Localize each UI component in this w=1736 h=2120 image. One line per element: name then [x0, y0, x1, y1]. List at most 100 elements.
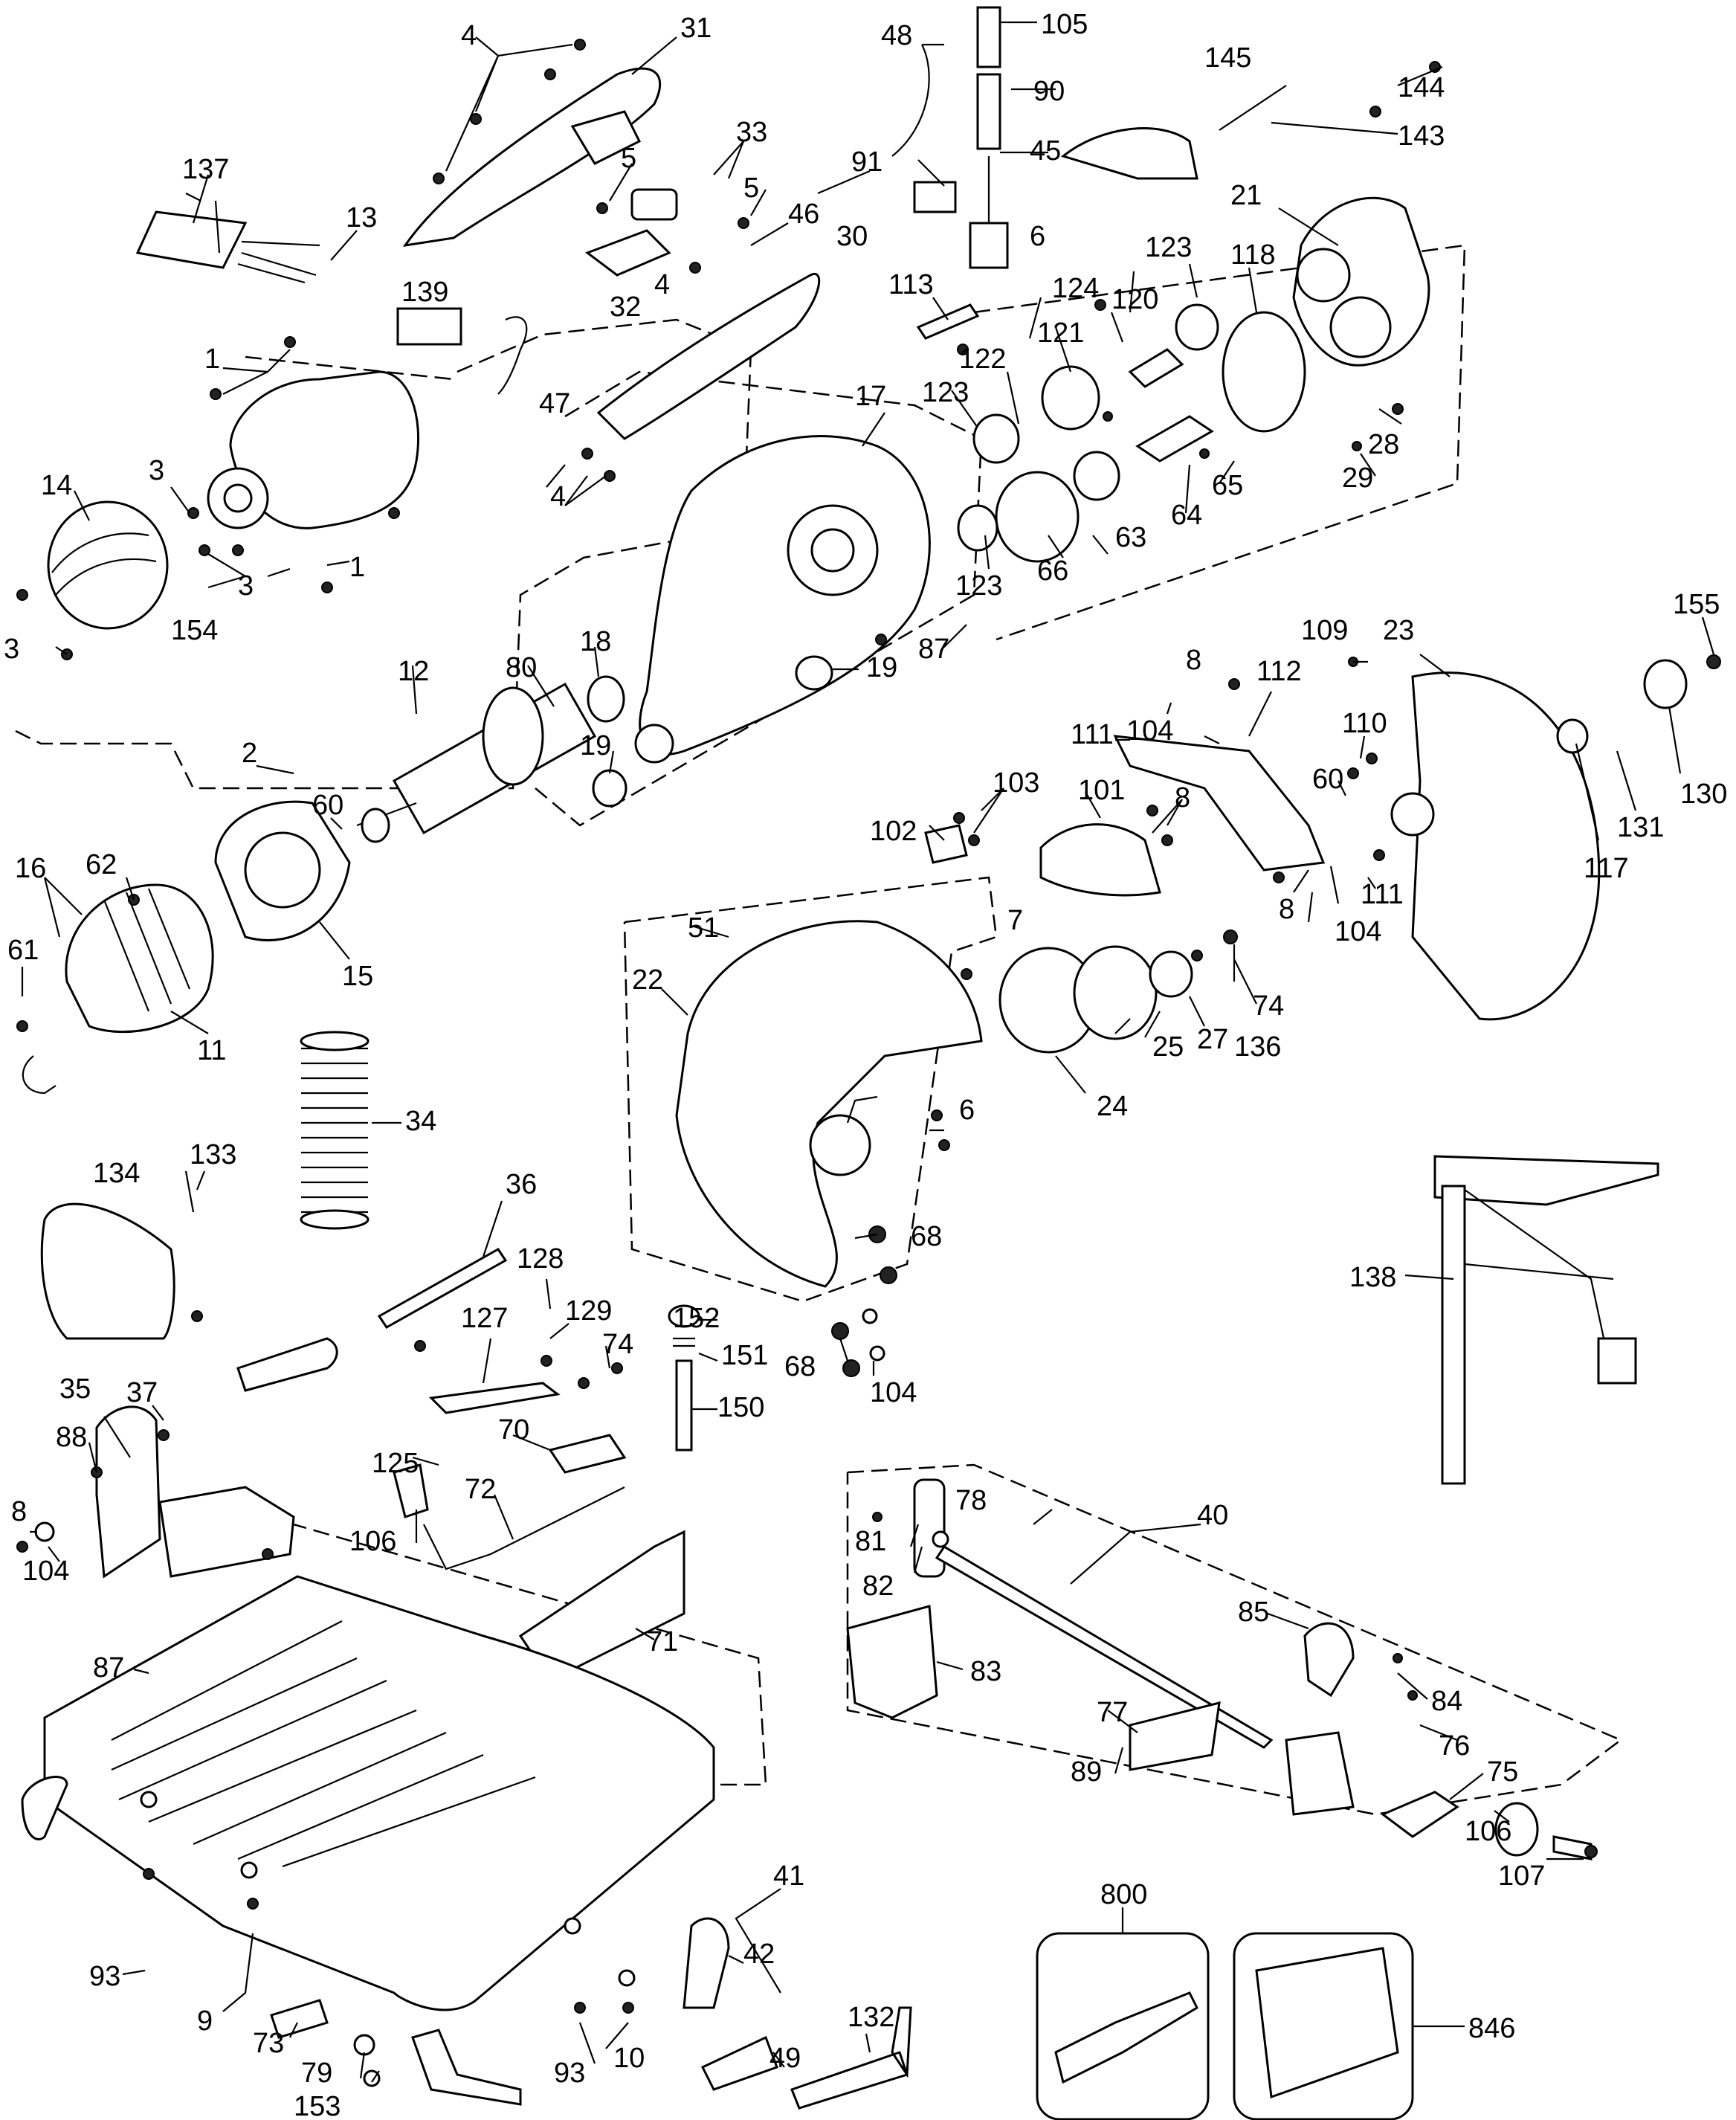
callout-49: 49	[769, 2043, 801, 2074]
control-module-137	[135, 210, 320, 284]
bearing-18	[587, 675, 625, 723]
laser-kit-800	[1054, 1991, 1198, 2084]
callout-102: 102	[870, 816, 917, 847]
callout-122: 122	[959, 344, 1006, 375]
callout-1: 1	[204, 344, 220, 375]
callout-90: 90	[1033, 76, 1065, 107]
callout-68: 68	[784, 1351, 816, 1382]
callout-106: 106	[349, 1526, 396, 1557]
callout-154: 154	[171, 615, 218, 646]
end-cap-14	[47, 500, 169, 630]
material-support-138	[1433, 1155, 1659, 1485]
strain-relief-91	[913, 181, 957, 213]
handle-30	[596, 273, 821, 440]
base-41	[43, 1575, 715, 2011]
callout-45: 45	[1030, 135, 1061, 167]
callout-83: 83	[970, 1656, 1001, 1687]
hex-wrench-132	[790, 2006, 912, 2110]
callout-51: 51	[688, 912, 719, 944]
callout-5: 5	[743, 173, 759, 204]
callout-35: 35	[59, 1373, 91, 1405]
callout-numbers: 4 31 48 105 90 45 91 145 144 143 21 123 …	[4, 9, 1727, 2120]
callout-800: 800	[1100, 1879, 1147, 1910]
washer-117	[1556, 718, 1589, 754]
lock-lever-145	[1060, 127, 1198, 180]
label-139	[396, 307, 462, 346]
armature-12	[356, 682, 597, 843]
bearing-123b	[972, 413, 1020, 464]
callout-9: 9	[197, 2005, 213, 2037]
callout-18: 18	[580, 626, 611, 657]
callout-106: 106	[1465, 1816, 1511, 1847]
callout-138: 138	[1349, 1262, 1396, 1293]
callout-153: 153	[294, 2091, 341, 2120]
callout-127: 127	[461, 1303, 508, 1334]
pin-49	[700, 2035, 778, 2091]
callout-8: 8	[11, 1496, 27, 1527]
callout-10: 10	[613, 2043, 645, 2074]
o-ring-118	[1222, 311, 1306, 433]
inner-flange-25	[1073, 945, 1158, 1040]
callout-36: 36	[506, 1169, 537, 1200]
callout-71: 71	[647, 1626, 678, 1657]
callout-22: 22	[632, 964, 663, 996]
callout-32: 32	[610, 291, 641, 323]
callout-15: 15	[342, 961, 373, 992]
link-127	[428, 1382, 561, 1414]
motor-housing-13	[207, 370, 420, 529]
hardware-kit-846	[1255, 1947, 1399, 2099]
callout-134: 134	[93, 1158, 140, 1189]
pin-113	[916, 303, 980, 340]
callout-3: 3	[149, 455, 164, 486]
shaft-120	[1128, 348, 1184, 388]
callout-46: 46	[788, 199, 819, 230]
foot-42a	[21, 1776, 68, 1840]
baffle-15	[214, 800, 351, 941]
bearing-19b	[592, 769, 627, 808]
callout-143: 143	[1398, 120, 1445, 152]
callout-33: 33	[736, 117, 767, 148]
callout-74: 74	[602, 1329, 633, 1360]
gear-case-17	[634, 435, 931, 764]
callout-13: 13	[346, 202, 377, 233]
callout-42: 42	[743, 1939, 775, 1970]
callout-846: 846	[1468, 2013, 1515, 2044]
callout-80: 80	[506, 652, 537, 683]
callout-137: 137	[182, 154, 229, 185]
callout-70: 70	[498, 1414, 529, 1446]
callout-3: 3	[4, 634, 19, 665]
foot-42c	[411, 2029, 522, 2106]
clip-16	[22, 1055, 57, 1095]
rod-72	[423, 1486, 625, 1570]
washer-27	[1149, 950, 1193, 998]
callout-123: 123	[1145, 232, 1192, 263]
callout-65: 65	[1212, 470, 1243, 501]
callout-131: 131	[1617, 812, 1664, 843]
callout-76: 76	[1439, 1730, 1470, 1762]
callout-19: 19	[866, 652, 897, 683]
callout-8: 8	[1186, 645, 1201, 676]
cord-protector-48	[891, 44, 930, 157]
callout-4: 4	[550, 481, 566, 512]
callout-103: 103	[993, 767, 1039, 799]
callout-104: 104	[22, 1556, 69, 1587]
blade-guard-23	[1390, 671, 1601, 1021]
callout-133: 133	[190, 1139, 236, 1170]
pivot-bracket-35	[95, 1337, 338, 1579]
callout-1: 1	[349, 552, 365, 583]
callout-4: 4	[654, 269, 670, 300]
callout-150: 150	[717, 1392, 764, 1423]
callout-144: 144	[1398, 72, 1445, 103]
handle-cover-31	[402, 67, 662, 248]
bracket-102	[924, 824, 968, 864]
bearing-19a	[795, 655, 833, 691]
callout-136: 136	[1234, 1031, 1281, 1063]
callout-113: 113	[888, 269, 934, 300]
callout-25: 25	[1152, 1031, 1184, 1063]
callout-128: 128	[517, 1243, 564, 1275]
wire-47	[497, 316, 528, 395]
callout-118: 118	[1230, 239, 1276, 271]
knob-130	[1643, 659, 1688, 709]
callout-77: 77	[1097, 1697, 1128, 1728]
